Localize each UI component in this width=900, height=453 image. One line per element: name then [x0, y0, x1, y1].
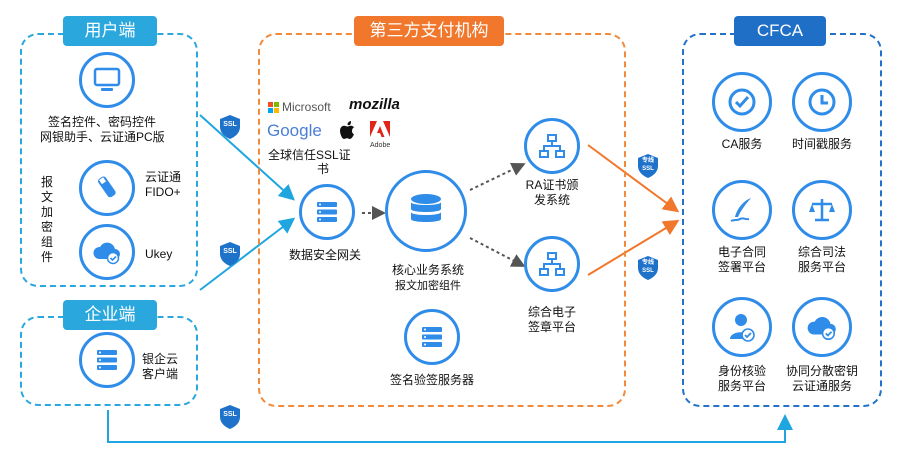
cfca-item-identity-label-1: 身份核验 — [717, 364, 766, 378]
arrow-enterprise-to-cfca — [107, 410, 793, 443]
cfca-item-timestamp — [792, 72, 852, 132]
enterprise-item-label-1: 银企云 — [142, 352, 179, 366]
dedicated-ssl-text: SSL — [642, 268, 654, 274]
cfca-item-contract — [712, 180, 772, 240]
ssl-cert-caption-2: 书 — [317, 162, 330, 176]
server-icon — [97, 350, 117, 370]
arrow-core-to-ra — [469, 163, 526, 191]
adobe-icon — [370, 121, 390, 137]
esign-node — [524, 236, 580, 292]
network-icon — [539, 252, 565, 276]
server-icon — [422, 327, 442, 347]
cfca-item-cloudkey — [792, 297, 852, 357]
cfca-item-judicial-label-1: 综合司法 — [797, 245, 846, 259]
network-icon — [539, 134, 565, 158]
dedicated-ssl-shield-bottom: 专线 SSL — [637, 255, 659, 281]
shield-icon — [638, 154, 658, 178]
ssl-badge-label: SSL — [223, 121, 237, 128]
cfca-item-identity-label-2: 服务平台 — [717, 379, 766, 393]
adobe-logo: Adobe — [370, 121, 390, 149]
pen-icon — [730, 198, 751, 222]
badge-check-icon — [728, 88, 756, 116]
ssl-cert-caption-1: 全球信任SSL证 — [268, 148, 351, 162]
cfca-item-judicial-label-2: 服务平台 — [797, 260, 846, 274]
windows-icon — [268, 101, 279, 113]
arrow-esign-to-cfca — [587, 219, 680, 276]
cfca-item-contract-label-2: 签署平台 — [717, 260, 766, 274]
dedicated-ssl-label: 专线 SSL — [637, 259, 659, 275]
cfca-zone-title: CFCA — [734, 16, 826, 46]
cfca-item-contract-label-1: 电子合同 — [717, 245, 766, 259]
shield-icon — [220, 405, 240, 429]
ssl-badge-label: SSL — [223, 411, 237, 418]
ssl-shield-middle: SSL — [219, 241, 241, 267]
verify-server-label: 签名验签服务器 — [389, 373, 474, 387]
usb-key-icon — [98, 176, 116, 198]
ssl-shield-top: SSL — [219, 114, 241, 140]
user-item-monitor — [79, 52, 135, 108]
cloud-check-icon — [93, 242, 120, 265]
cfca-item-cloudkey-label-2: 云证通服务 — [791, 379, 852, 393]
esign-label-2: 签章平台 — [527, 320, 576, 334]
cfca-item-timestamp-label: 时间戳服务 — [791, 137, 852, 151]
scales-icon — [809, 199, 835, 222]
server-icon — [317, 202, 337, 222]
user-item-usbkey-label-2: FIDO+ — [145, 185, 181, 199]
cfca-item-ca-label: CA服务 — [721, 137, 763, 151]
ra-label-1: RA证书颁 — [525, 178, 579, 192]
esign-label-1: 综合电子 — [527, 305, 576, 319]
dedicated-ssl-shield-top: 专线 SSL — [637, 153, 659, 179]
arrow-user-to-gateway — [199, 114, 295, 201]
core-system-node — [385, 170, 467, 252]
ssl-badge-label: SSL — [223, 248, 237, 255]
adobe-logo-text: Adobe — [370, 142, 391, 149]
user-item-monitor-label-2: 网银助手、云证通PC版 — [40, 130, 165, 144]
user-item-ukey — [79, 224, 135, 280]
cfca-item-judicial — [792, 180, 852, 240]
apple-icon — [340, 121, 354, 139]
arrow-ra-to-cfca — [587, 144, 680, 213]
shield-icon — [220, 242, 240, 266]
microsoft-logo-text: Microsoft — [282, 100, 331, 114]
cfca-item-identity — [712, 297, 772, 357]
gateway-node — [299, 184, 355, 240]
dedicated-ssl-label: 专线 SSL — [637, 157, 659, 173]
ra-node — [524, 118, 580, 174]
enterprise-item-client — [79, 332, 135, 388]
user-item-usbkey-label-1: 云证通 — [145, 170, 182, 184]
user-check-icon — [730, 314, 755, 342]
cfca-item-ca — [712, 72, 772, 132]
dedicated-line-text: 专线 — [641, 260, 654, 266]
user-item-ukey-label: Ukey — [145, 247, 173, 261]
user-zone-title: 用户端 — [63, 16, 157, 46]
user-vertical-label: 报文加密组件 — [41, 175, 54, 264]
google-logo: Google — [267, 121, 322, 140]
enterprise-zone-title: 企业端 — [63, 300, 157, 330]
user-item-usbkey — [79, 160, 135, 216]
core-system-label-1: 核心业务系统 — [391, 263, 464, 277]
user-item-monitor-label-1: 签名控件、密码控件 — [48, 115, 157, 129]
core-system-label-2: 报文加密组件 — [395, 280, 461, 292]
cfca-zone — [682, 33, 882, 407]
ra-label-2: 发系统 — [533, 193, 570, 207]
clock-icon — [808, 88, 836, 116]
verify-server-node — [404, 309, 460, 365]
mozilla-logo: mozilla — [349, 96, 400, 113]
arrow-core-to-esign — [469, 237, 526, 267]
gateway-label: 数据安全网关 — [289, 248, 362, 262]
third-party-zone-title: 第三方支付机构 — [354, 16, 504, 46]
cloud-check-icon — [807, 316, 836, 341]
shield-icon — [638, 256, 658, 280]
enterprise-item-label-2: 客户端 — [142, 367, 179, 381]
ssl-shield-bottom: SSL — [219, 404, 241, 430]
arrow-enterprise-to-gateway — [199, 217, 296, 291]
dedicated-line-text: 专线 — [641, 158, 654, 164]
shield-icon — [220, 115, 240, 139]
dedicated-ssl-text: SSL — [642, 166, 654, 172]
cfca-item-cloudkey-label-1: 协同分散密钥 — [785, 364, 858, 378]
database-icon — [411, 194, 441, 222]
monitor-icon — [93, 67, 121, 91]
microsoft-logo: Microsoft — [268, 100, 331, 114]
